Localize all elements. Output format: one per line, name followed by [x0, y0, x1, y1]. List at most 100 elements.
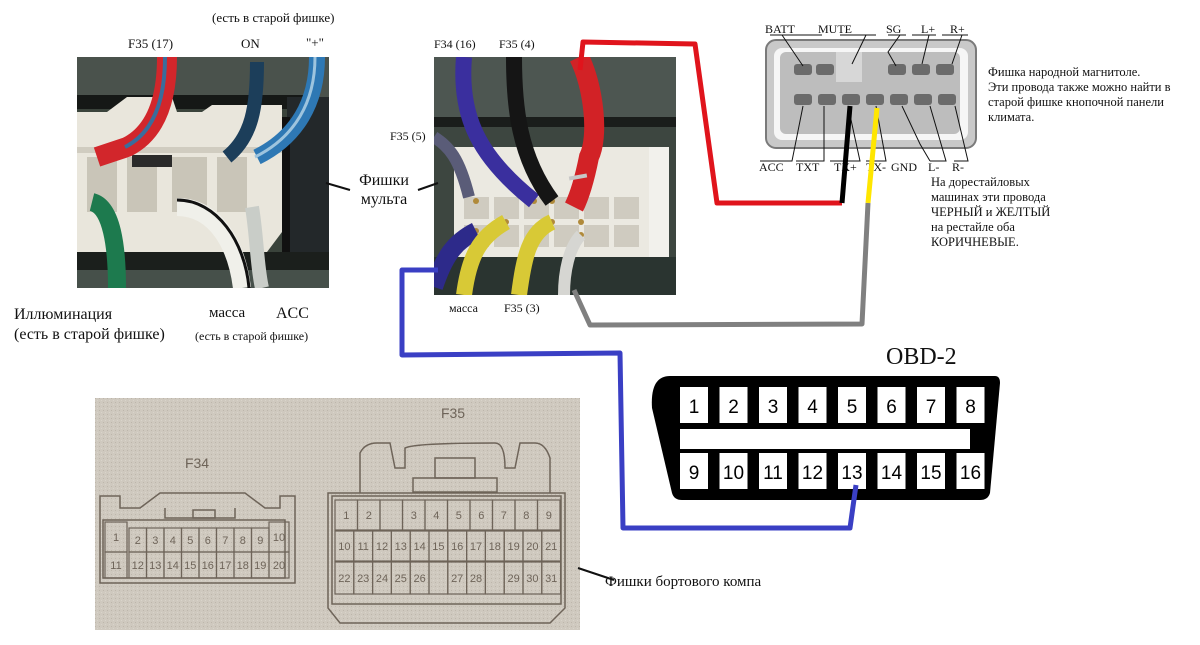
obd2-pin-label: 5: [847, 397, 858, 418]
label-acc-left: ACC: [276, 305, 309, 322]
note-line: на рестайле оба: [931, 220, 1015, 234]
pin-number: 19: [507, 541, 519, 553]
obd2-pin-label: 16: [960, 463, 981, 484]
pin-number: 17: [470, 541, 482, 553]
label-plus: "+": [306, 35, 324, 50]
pin-number: 4: [433, 510, 439, 522]
pin-number: 11: [110, 560, 121, 572]
pin-number: 10: [338, 541, 350, 553]
pin-number: 30: [526, 573, 538, 585]
pin-number: 20: [273, 560, 285, 572]
obd2-pin-label: 1: [689, 397, 700, 418]
obd2-title: OBD-2: [886, 344, 957, 370]
pin-number: 8: [523, 510, 529, 522]
pin-number: 11: [357, 541, 368, 553]
obd2-pin-5: 5: [838, 387, 866, 423]
pin-number: 19: [254, 560, 266, 572]
pin-label-r-plus: R+: [950, 22, 965, 36]
obd2-pin-1: 1: [680, 387, 708, 423]
pin-number: 24: [376, 573, 388, 585]
pin-label-l-plus: L+: [921, 22, 936, 36]
pin-label-acc: ACC: [759, 160, 784, 174]
pin-number: 6: [205, 535, 211, 547]
pin-label-gnd: GND: [891, 160, 917, 174]
left-old-connector-note: (есть в старой фишке): [212, 10, 335, 25]
label-f35-3: F35 (3): [504, 301, 540, 315]
pin-number: 15: [432, 541, 444, 553]
obd2-pin-label: 13: [841, 463, 862, 484]
pin-number: 14: [167, 560, 179, 572]
label-f35-4: F35 (4): [499, 37, 535, 51]
right-connector-photo: [434, 57, 676, 295]
f34-pin-20: 20: [268, 551, 290, 579]
pin-number: 15: [184, 560, 196, 572]
obd2-pin-3: 3: [759, 387, 787, 423]
f34-pin-11: 11: [104, 551, 128, 579]
obd2-pin-6: 6: [877, 387, 906, 423]
label-illumination: Иллюминация: [14, 306, 113, 323]
pin-number: 16: [202, 560, 214, 572]
pin-number: 13: [395, 541, 407, 553]
obd2-pin-label: 9: [689, 463, 700, 484]
pin-number: 14: [413, 541, 425, 553]
obd2-pin-label: 4: [807, 397, 818, 418]
note-line: ЧЕРНЫЙ и ЖЕЛТЫЙ: [931, 205, 1051, 219]
pin-number: 4: [170, 535, 176, 547]
pin-number: 9: [257, 535, 263, 547]
obd2-pin-2: 2: [719, 387, 748, 423]
pin-number: 25: [395, 573, 407, 585]
pin-number: 1: [113, 532, 119, 544]
pin-number: 7: [501, 510, 507, 522]
pin-label-r-minus: R-: [952, 160, 964, 174]
pin-number: 6: [478, 510, 484, 522]
trip-computer-label: Фишки бортового компа: [605, 574, 762, 590]
pin-label-mute: MUTE: [818, 22, 852, 36]
label-ground-right: масса: [449, 301, 478, 315]
obd2-pin-label: 8: [965, 397, 976, 418]
pin-number: 12: [376, 541, 388, 553]
pin-number: 5: [456, 510, 462, 522]
pin-number: 13: [149, 560, 161, 572]
obd2-pin-16: 16: [956, 453, 985, 489]
pin-number: 31: [545, 573, 557, 585]
pin-number: 17: [219, 560, 231, 572]
pin-number: 12: [132, 560, 144, 572]
pin-number: 16: [451, 541, 463, 553]
mult-connectors-label-line1: Фишки: [359, 172, 409, 189]
obd2-pin-label: 2: [728, 397, 739, 418]
obd2-pin-label: 3: [768, 397, 779, 418]
pointer-left-connector: [325, 182, 351, 191]
obd2-pin-8: 8: [956, 387, 985, 423]
note-line: На дорестайловых: [931, 175, 1030, 189]
pin-number: 26: [413, 573, 425, 585]
pin-label-tx-plus: TX+: [834, 160, 857, 174]
pin-label-txt: TXT: [796, 160, 820, 174]
obd2-pin-9: 9: [680, 453, 708, 489]
pin-number: 20: [526, 541, 538, 553]
f35-pin-21: 21: [541, 530, 562, 562]
description-line: климата.: [988, 110, 1035, 124]
label-illumination-note: (есть в старой фишке): [14, 326, 165, 343]
obd2-pin-4: 4: [798, 387, 827, 423]
obd2-pin-13: 13: [838, 453, 866, 489]
pin-number: 10: [273, 532, 285, 544]
f35-pin-31: 31: [541, 561, 562, 595]
pin-number: 28: [470, 573, 482, 585]
pin-label-batt: BATT: [765, 22, 795, 36]
f34-title: F34: [185, 455, 209, 471]
obd2-pin-label: 10: [723, 463, 744, 484]
label-ground-left: масса: [209, 305, 246, 321]
obd2-pin-label: 6: [886, 397, 897, 418]
obd2-pin-label: 15: [920, 463, 941, 484]
pin-number: 18: [237, 560, 249, 572]
pin-number: 8: [240, 535, 246, 547]
obd2-pin-11: 11: [759, 453, 787, 489]
pin-number: 27: [451, 573, 463, 585]
description-line: старой фишке кнопочной панели: [988, 95, 1164, 109]
left-connector-photo: [77, 57, 329, 288]
label-on: ON: [241, 36, 260, 51]
pin-label-l-minus: L-: [928, 160, 940, 174]
obd2-pin-label: 14: [881, 463, 903, 484]
